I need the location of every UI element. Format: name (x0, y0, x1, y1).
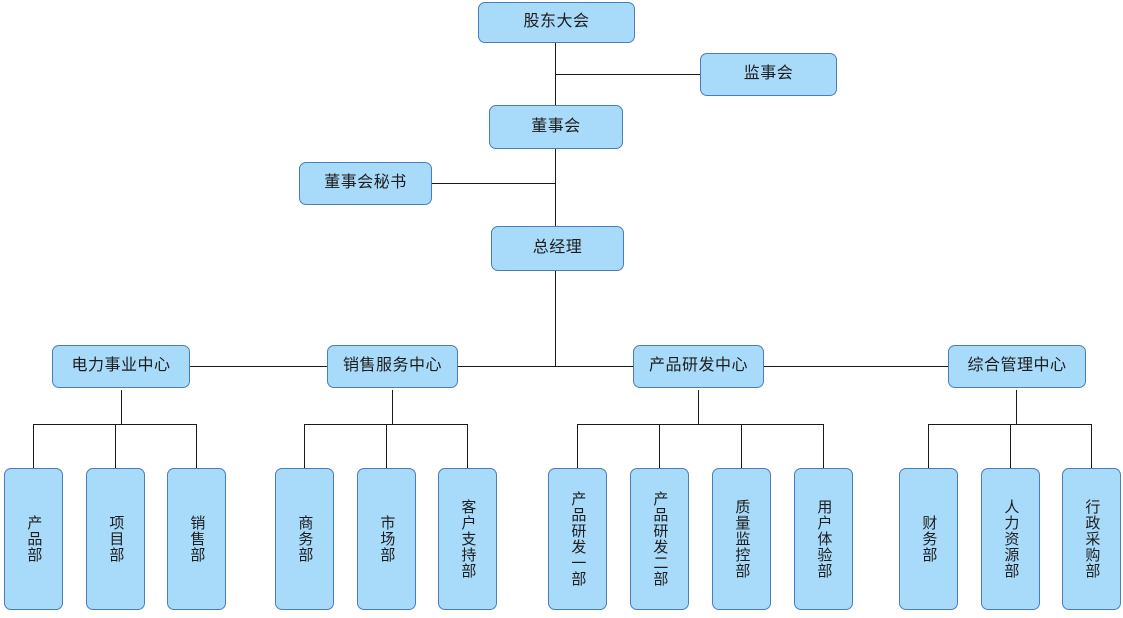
connector-finance-drop (928, 424, 929, 468)
node-label: 总经理 (532, 239, 583, 257)
node-label: 产品研发一部 (569, 491, 587, 587)
connector-business-dept-drop (304, 424, 305, 468)
node-general-management-center[interactable]: 综合管理中心 (948, 345, 1086, 388)
node-label: 销售服务中心 (342, 357, 442, 375)
connector-customer-support-drop (467, 424, 468, 468)
connector-quality-drop (741, 424, 742, 468)
node-user-experience-dept[interactable]: 用户体验部 (794, 468, 853, 610)
connector-admin-drop (1091, 424, 1092, 468)
node-label: 客户支持部 (459, 499, 477, 579)
connector-market-dept-drop (386, 424, 387, 468)
node-sales-dept[interactable]: 销售部 (167, 468, 226, 610)
node-product-dept[interactable]: 产品部 (4, 468, 63, 610)
node-sales-service-center[interactable]: 销售服务中心 (327, 345, 458, 388)
connector-gm-to-centers (555, 270, 556, 367)
node-label: 股东大会 (523, 13, 590, 31)
connector-rd-center-bus (577, 424, 823, 425)
node-general-manager[interactable]: 总经理 (491, 226, 624, 271)
node-finance-dept[interactable]: 财务部 (899, 468, 958, 610)
connector-board-to-gm (555, 148, 556, 226)
node-business-dept[interactable]: 商务部 (275, 468, 334, 610)
node-label: 综合管理中心 (967, 357, 1067, 375)
node-customer-support-dept[interactable]: 客户支持部 (438, 468, 497, 610)
connector-sales-center-drop (392, 390, 393, 424)
node-label: 董事会 (531, 117, 581, 135)
connector-centers-bus-left (190, 366, 327, 367)
node-label: 行政采购部 (1083, 499, 1101, 579)
connector-ux-drop (823, 424, 824, 468)
node-label: 产品部 (25, 515, 43, 563)
node-label: 质量监控部 (733, 499, 751, 579)
node-label: 市场部 (378, 515, 396, 563)
connector-sales-dept-drop (196, 424, 197, 468)
node-board-of-directors[interactable]: 董事会 (489, 105, 623, 149)
node-label: 电力事业中心 (71, 357, 171, 375)
connector-hr-drop (1010, 424, 1011, 468)
node-market-dept[interactable]: 市场部 (357, 468, 416, 610)
connector-project-dept-drop (115, 424, 116, 468)
connector-centers-bus-mid-left (458, 366, 556, 367)
connector-power-center-drop (121, 390, 122, 424)
node-label: 人力资源部 (1002, 499, 1020, 579)
node-board-secretary[interactable]: 董事会秘书 (299, 162, 432, 205)
node-quality-control-dept[interactable]: 质量监控部 (712, 468, 771, 610)
node-label: 商务部 (296, 515, 314, 563)
node-product-rd-center[interactable]: 产品研发中心 (633, 345, 764, 388)
node-power-business-center[interactable]: 电力事业中心 (52, 345, 190, 388)
node-label: 产品研发中心 (648, 357, 748, 375)
node-shareholders-meeting[interactable]: 股东大会 (478, 2, 635, 43)
node-hr-dept[interactable]: 人力资源部 (981, 468, 1040, 610)
connector-supervisory-branch (555, 74, 700, 75)
connector-rd-one-drop (577, 424, 578, 468)
node-label: 项目部 (107, 515, 125, 563)
node-rd-dept-one[interactable]: 产品研发一部 (548, 468, 607, 610)
connector-gm-center-drop (1016, 390, 1017, 424)
node-label: 用户体验部 (815, 499, 833, 579)
connector-rd-center-drop (698, 390, 699, 424)
connector-centers-bus-right (764, 366, 948, 367)
connector-centers-bus-mid-right (555, 366, 633, 367)
connector-secretary-branch (431, 183, 556, 184)
node-label: 产品研发二部 (651, 491, 669, 587)
node-label: 董事会秘书 (324, 174, 407, 192)
node-supervisory-board[interactable]: 监事会 (700, 53, 837, 96)
connector-product-dept-drop (33, 424, 34, 468)
connector-rd-two-drop (659, 424, 660, 468)
node-project-dept[interactable]: 项目部 (86, 468, 145, 610)
node-rd-dept-two[interactable]: 产品研发二部 (630, 468, 689, 610)
node-label: 财务部 (920, 515, 938, 563)
node-label: 销售部 (188, 515, 206, 563)
node-label: 监事会 (743, 65, 794, 83)
node-admin-procurement-dept[interactable]: 行政采购部 (1062, 468, 1121, 610)
